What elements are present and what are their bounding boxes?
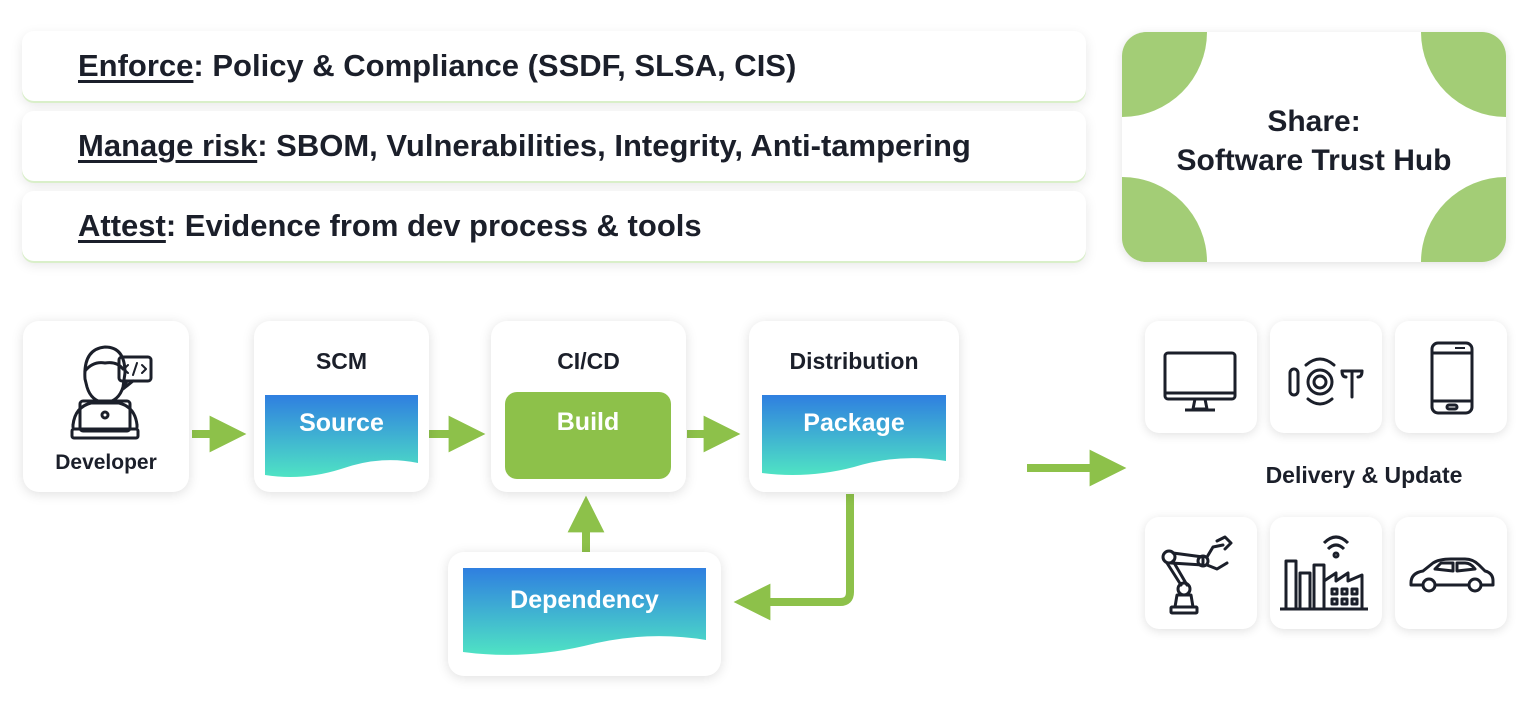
enforce-text: : Policy & Compliance (SSDF, SLSA, CIS) [193, 48, 797, 83]
robot-arm-device [1145, 517, 1257, 629]
build-box: Build [505, 392, 671, 479]
dependency-document: Dependency [463, 568, 706, 660]
developer-label: Developer [55, 451, 157, 474]
dependency-card: Dependency [448, 552, 721, 676]
dependency-document-shape [463, 568, 706, 655]
car-icon [1409, 557, 1495, 593]
scm-title: SCM [315, 348, 368, 374]
monitor-device [1145, 321, 1257, 433]
share-title: Share: [1267, 105, 1361, 138]
dependency-label: Dependency [510, 586, 659, 614]
manage-risk-keyword: Manage risk [78, 128, 258, 163]
scm-card: SCM Source [254, 321, 429, 492]
distribution-card: Distribution Package [749, 321, 959, 492]
robot-arm-icon [1161, 535, 1233, 615]
attest-keyword: Attest [78, 208, 166, 243]
smart-factory-icon [1280, 535, 1368, 611]
distribution-title: Distribution [789, 348, 919, 374]
smartphone-device [1395, 321, 1507, 433]
attest-text: : Evidence from dev process & tools [165, 208, 702, 243]
share-subtitle: Software Trust Hub [1176, 144, 1452, 177]
enforce-keyword: Enforce [78, 48, 194, 83]
smartphone-icon [1430, 341, 1474, 415]
package-label: Package [803, 409, 905, 437]
source-label: Source [299, 409, 384, 437]
source-document: Source [265, 395, 418, 481]
cicd-title: CI/CD [557, 348, 620, 374]
iot-icon [1288, 357, 1364, 406]
package-document: Package [762, 395, 946, 479]
iot-device [1270, 321, 1382, 433]
smart-factory-device [1270, 517, 1382, 629]
source-document-shape [265, 395, 418, 477]
monitor-icon [1163, 351, 1237, 412]
arrow-distribution-to-dependency [733, 494, 854, 621]
enforce-bar: Enforce: Policy & Compliance (SSDF, SLSA… [22, 31, 1086, 101]
attest-bar: Attest: Evidence from dev process & tool… [22, 191, 1086, 261]
build-label: Build [556, 408, 620, 436]
software-trust-hub-box: Share: Software Trust Hub [1122, 32, 1506, 262]
car-device [1395, 517, 1507, 629]
package-document-shape [762, 395, 946, 475]
delivery-label: Delivery & Update [1265, 462, 1463, 488]
developer-card: Developer [23, 321, 189, 492]
developer-icon [70, 345, 153, 440]
manage-risk-text: : SBOM, Vulnerabilities, Integrity, Anti… [257, 128, 971, 163]
manage-risk-bar: Manage risk: SBOM, Vulnerabilities, Inte… [22, 111, 1086, 181]
